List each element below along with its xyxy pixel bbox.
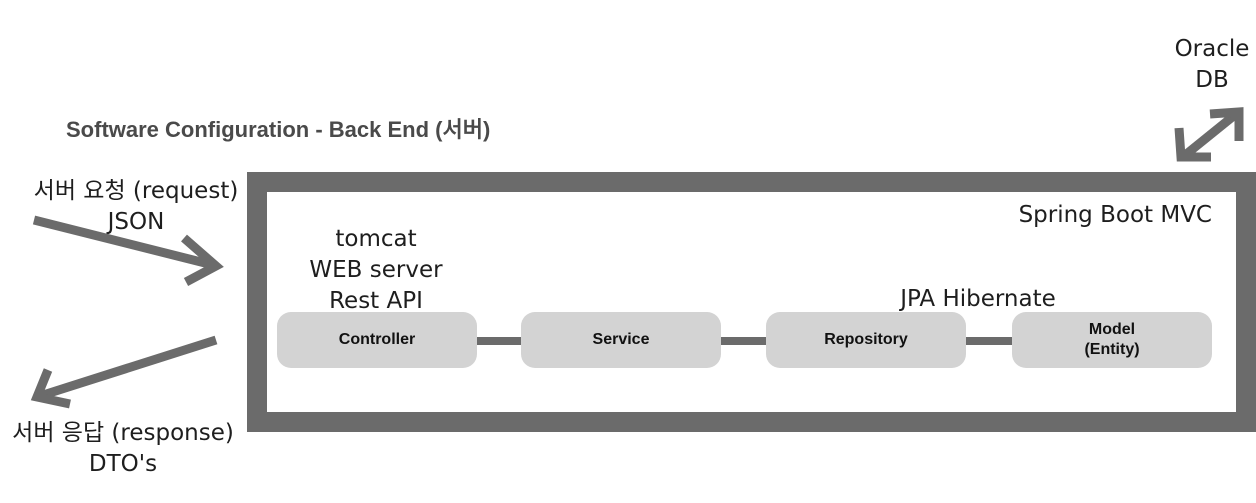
connector-service-repository xyxy=(721,337,766,345)
request-arrow xyxy=(32,215,224,286)
tomcat-label: tomcat WEB server Rest API xyxy=(296,224,456,317)
response-label: 서버 응답 (response) DTO's xyxy=(0,418,246,480)
oracle-db-label: Oracle DB xyxy=(1168,34,1256,96)
spring-boot-label: Spring Boot MVC xyxy=(1018,202,1212,228)
repository-label: Repository xyxy=(824,331,908,348)
tomcat-label-line: tomcat xyxy=(335,226,417,252)
controller-box: Controller xyxy=(277,312,477,368)
oracle-label-line: Oracle xyxy=(1174,36,1250,62)
db-label-line: DB xyxy=(1195,67,1229,93)
rest-api-label-line: Rest API xyxy=(329,288,423,314)
request-format-label: JSON xyxy=(107,209,165,235)
model-entity-box: Model (Entity) xyxy=(1012,312,1212,368)
spring-boot-container xyxy=(247,172,1256,432)
request-label: 서버 요청 (request) JSON xyxy=(0,176,272,238)
response-format-label: DTO's xyxy=(88,451,158,477)
service-box: Service xyxy=(521,312,721,368)
response-arrow xyxy=(30,335,218,409)
diagram-title: Software Configuration - Back End (서버) xyxy=(66,117,491,142)
connector-repository-model xyxy=(966,337,1012,345)
entity-label: (Entity) xyxy=(1084,341,1140,358)
model-label: Model xyxy=(1088,321,1136,338)
controller-label: Controller xyxy=(338,331,416,348)
service-label: Service xyxy=(592,331,650,348)
web-server-label-line: WEB server xyxy=(309,257,443,283)
database-bidirectional-arrow xyxy=(1174,107,1244,162)
response-label-line: 서버 응답 (response) xyxy=(12,420,234,446)
request-label-line: 서버 요청 (request) xyxy=(33,178,239,204)
connector-controller-service xyxy=(477,337,521,345)
jpa-hibernate-label: JPA Hibernate xyxy=(900,286,1056,312)
repository-box: Repository xyxy=(766,312,966,368)
